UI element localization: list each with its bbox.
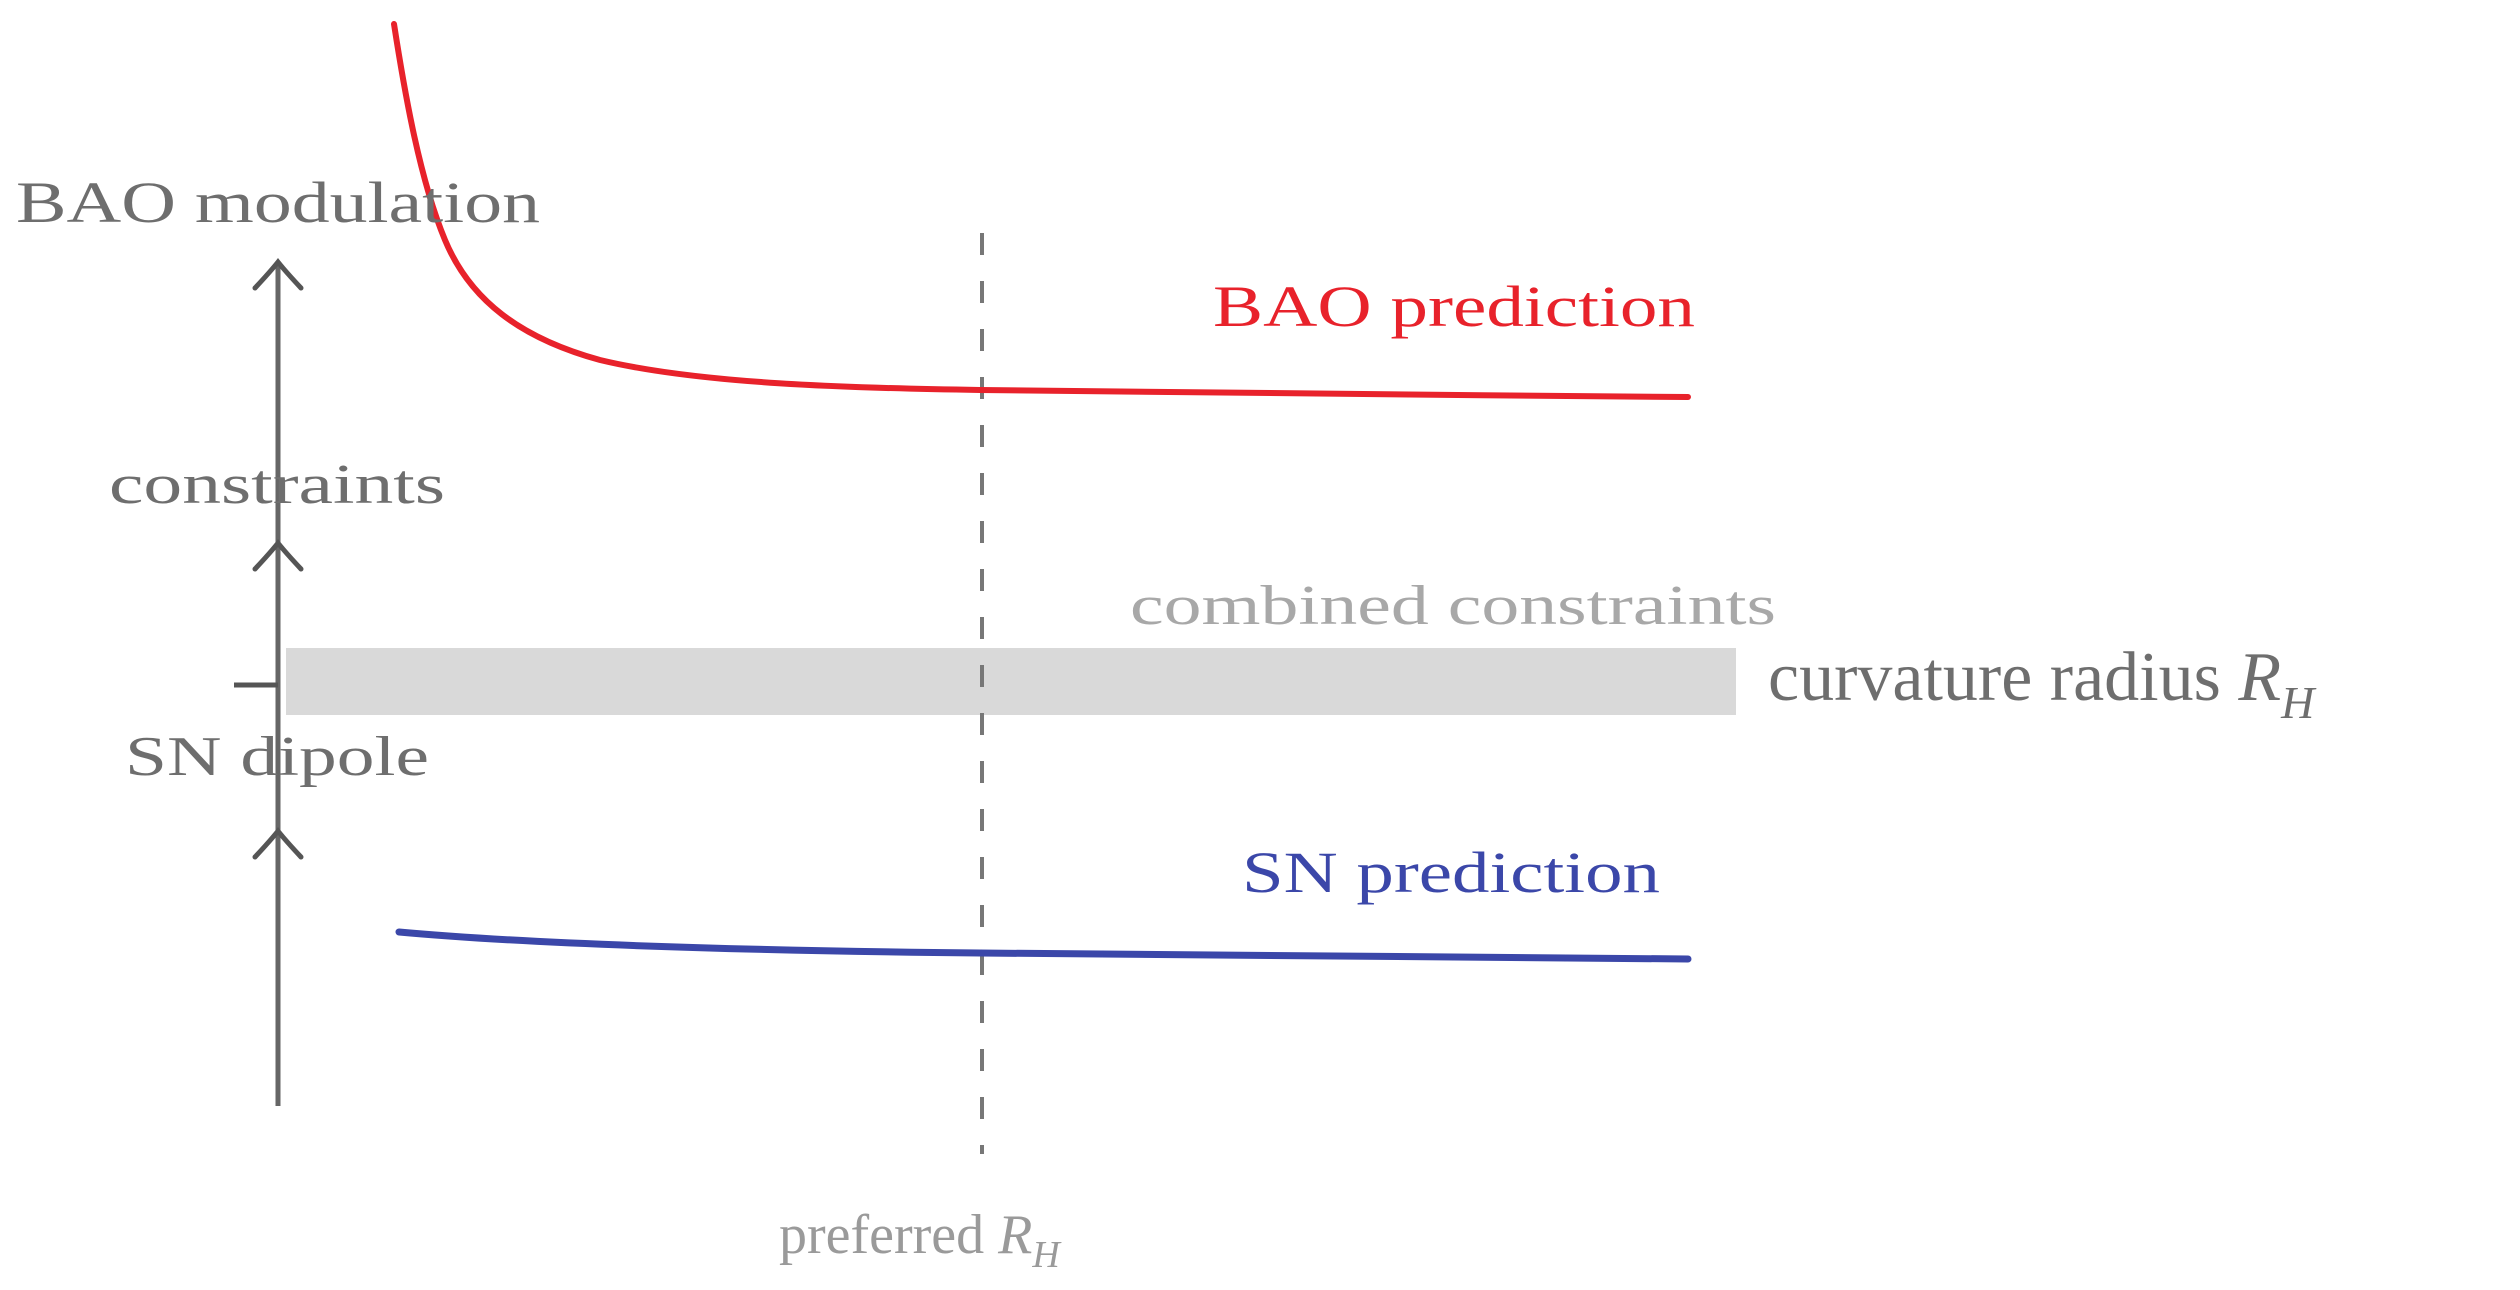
arrowhead-icon: [252, 826, 304, 860]
combined-constraints-band: [286, 648, 1736, 715]
curvature-radius-text: curvature radius: [1768, 639, 2238, 716]
preferred-rh-symbol: R: [997, 1204, 1032, 1266]
bao-prediction-curve: [391, 21, 1691, 400]
preferred-text: preferred: [779, 1204, 998, 1266]
constraints-label: constraints: [109, 454, 445, 516]
combined-constraints-label: combined constraints: [1130, 575, 1776, 637]
sn-prediction-label: SN prediction: [1242, 840, 1660, 905]
rh-symbol: R: [2237, 639, 2281, 716]
arrowhead-icon: [252, 538, 304, 572]
arrowhead-icon: [252, 257, 304, 291]
bao-modulation-label: BAO modulation: [16, 170, 540, 235]
sn-dipole-label: SN dipole: [125, 726, 429, 788]
sn-prediction-curve: [395, 928, 1692, 963]
preferred-rh-subscript: H: [1031, 1234, 1062, 1276]
curvature-radius-label: curvature radius RH: [1768, 639, 2317, 728]
rh-subscript: H: [2280, 677, 2317, 728]
preferred-rh-label: preferred RH: [779, 1204, 1062, 1276]
bao-prediction-label: BAO prediction: [1213, 274, 1695, 339]
